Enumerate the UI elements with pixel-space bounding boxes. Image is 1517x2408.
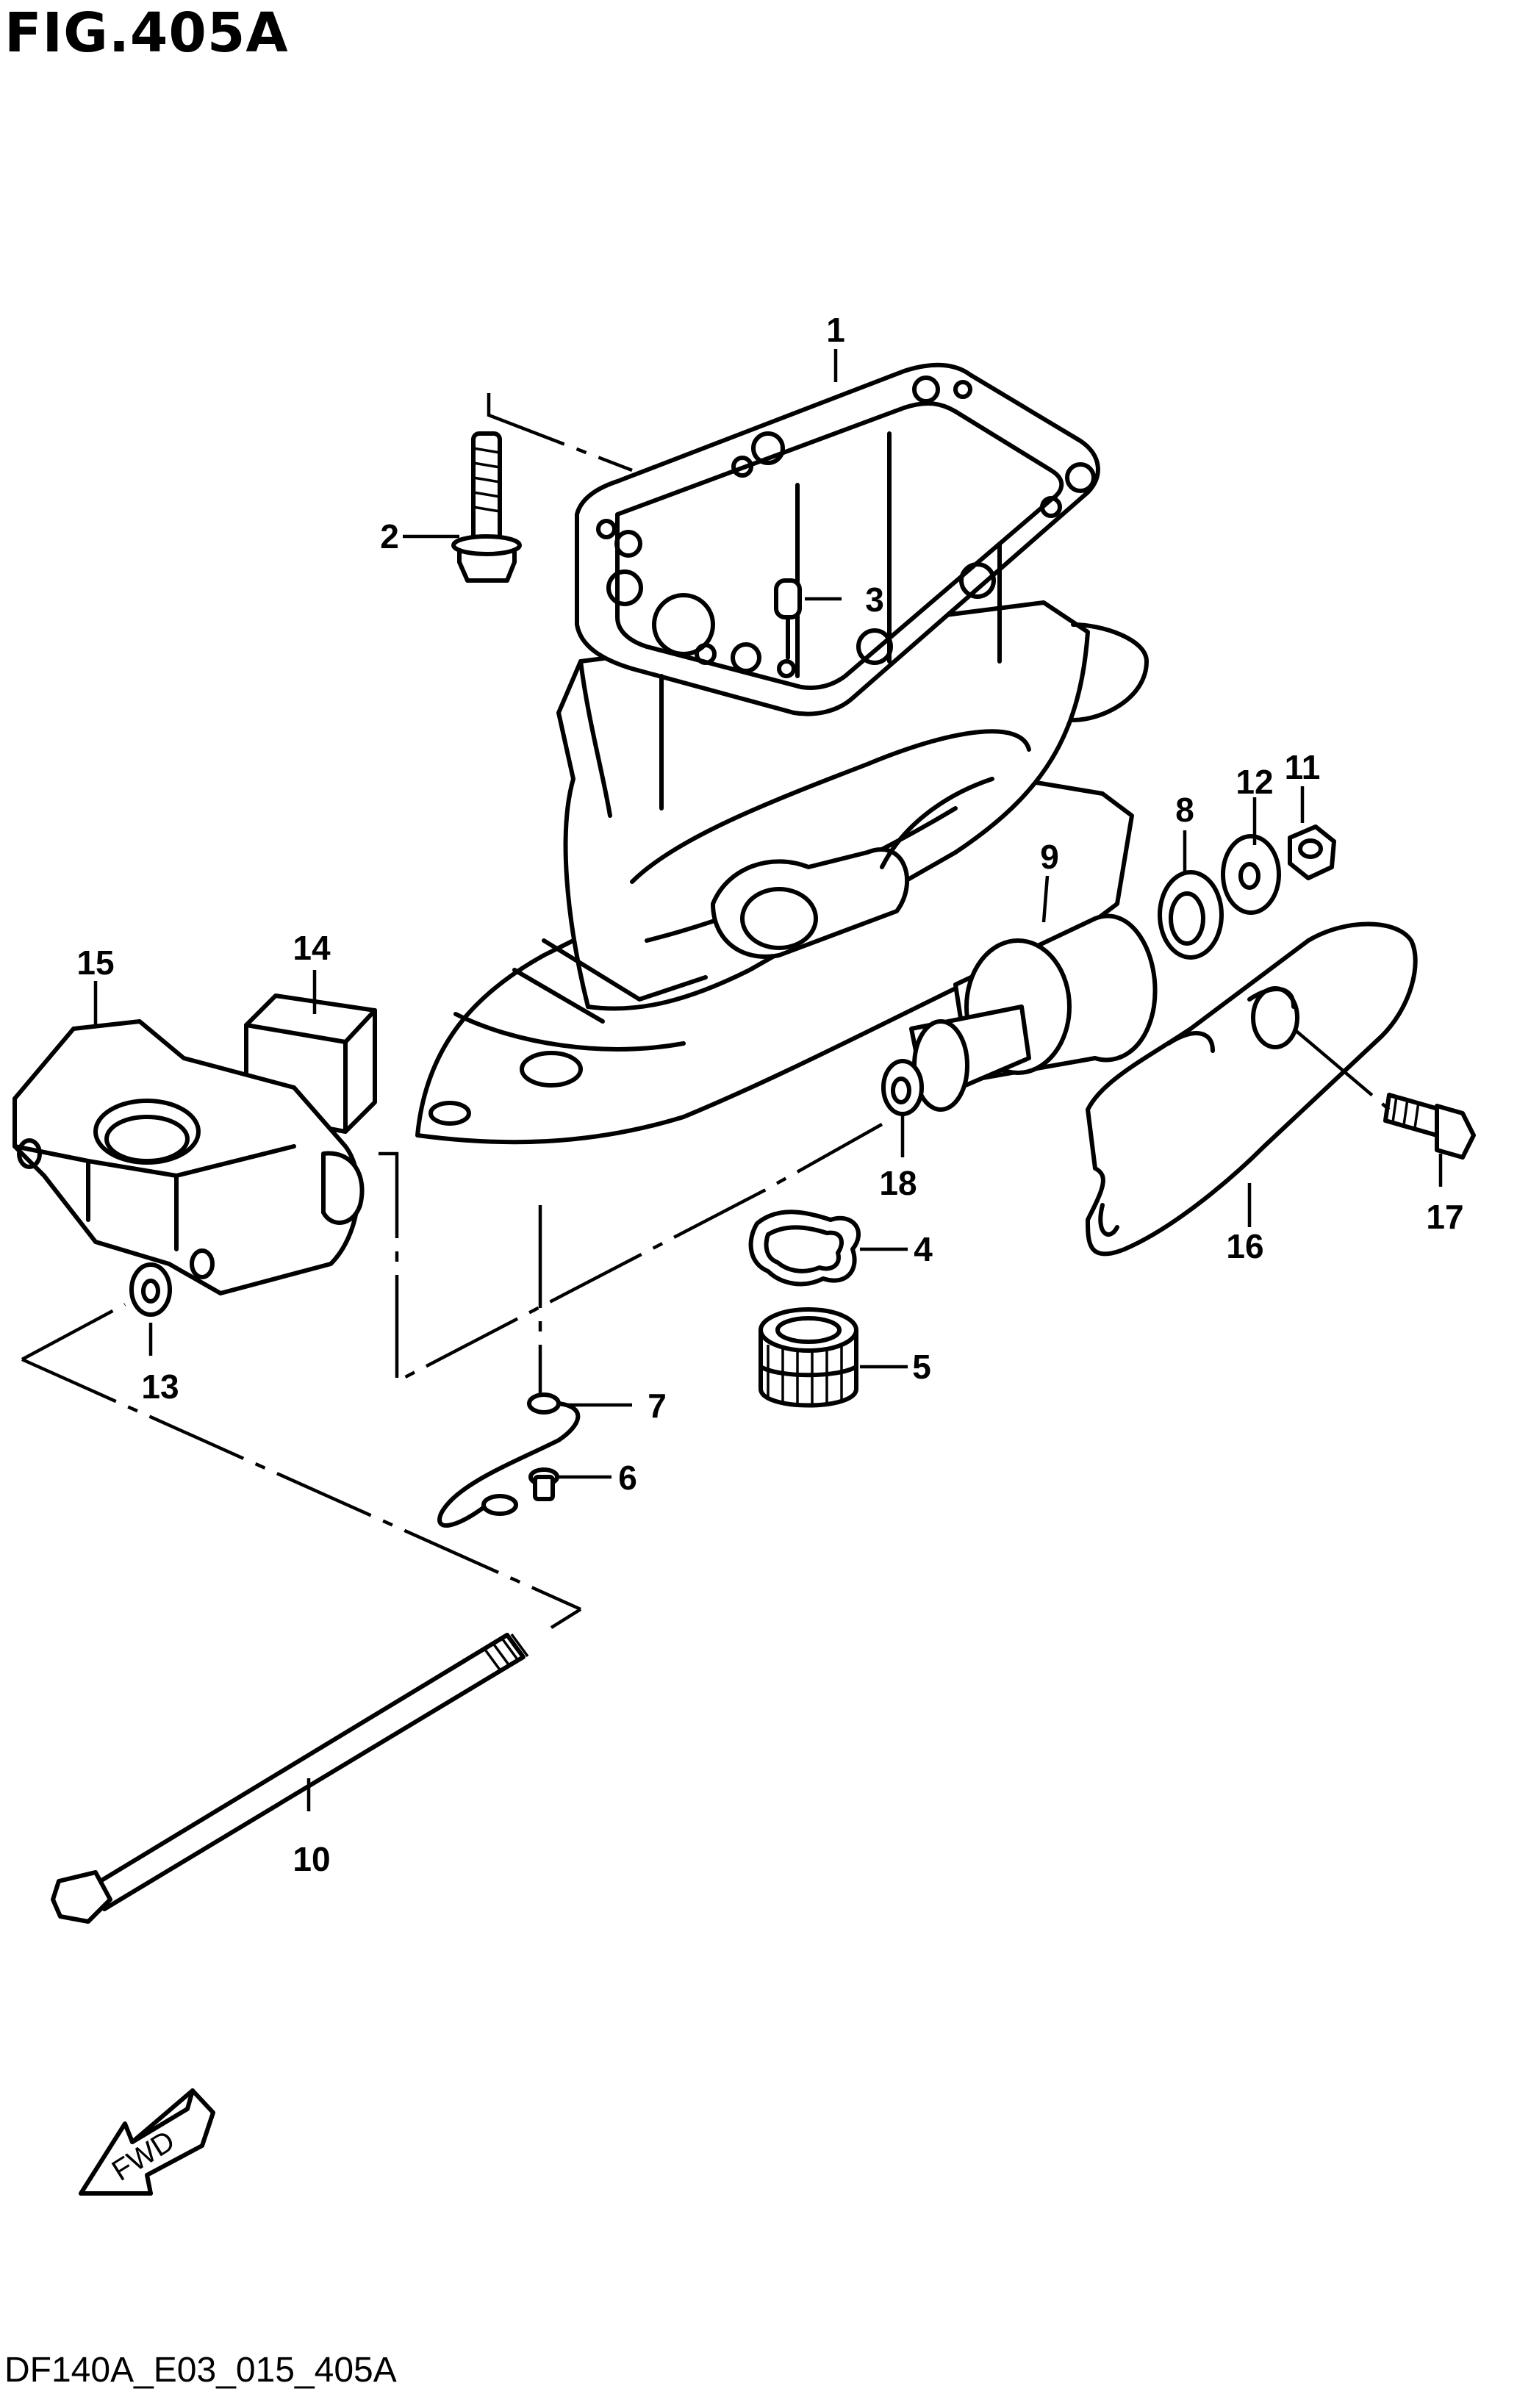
bushing-5-part [758,1307,858,1408]
screw-6-part [528,1467,559,1501]
callout-2: 2 [380,517,399,556]
callout-numbers: 1 2 3 4 5 6 7 8 9 10 11 12 13 14 15 16 1… [76,311,1463,1878]
figure-code: DF140A_E03_015_405A [4,2351,397,2390]
washer-12-part [1221,834,1281,915]
stud-bolt-10-part [51,1633,529,1924]
nut-11-part [1288,824,1336,880]
callout-10: 10 [293,1840,330,1878]
assembly-lines [21,393,1391,1629]
callout-4: 4 [914,1230,933,1268]
seal-ring-18-part [881,1059,924,1116]
callout-17: 17 [1426,1198,1463,1236]
ground-wire-7-part [437,1392,581,1528]
callout-6: 6 [618,1459,637,1497]
mount-bracket-15-part [12,1019,365,1295]
leader-lines [93,349,1443,1811]
callout-11: 11 [1285,748,1321,786]
dowel-pin-3-part [774,578,802,660]
fwd-arrow-icon: FWD [79,2088,215,2196]
drive-shaft-housing-part [415,362,1149,1145]
bolt-2-part [451,431,522,583]
callout-1: 1 [826,311,845,349]
callout-12: 12 [1236,763,1273,801]
seal-ring-8-part [1158,870,1224,960]
figure-title: FIG.405A [4,1,289,65]
callout-18: 18 [879,1164,917,1202]
mount-rubber-9-part [909,913,1158,1112]
callout-9: 9 [1040,838,1059,876]
callout-7: 7 [648,1387,667,1425]
callout-15: 15 [76,944,114,982]
mount-cover-16-part [1086,921,1418,1257]
callout-8: 8 [1175,791,1194,829]
callout-13: 13 [141,1367,179,1406]
callout-3: 3 [865,581,884,619]
callout-16: 16 [1226,1227,1263,1265]
callout-14: 14 [293,929,331,967]
bolt-17-part [1383,1093,1476,1160]
gasket-4-part [748,1210,861,1287]
callout-5: 5 [912,1348,931,1386]
washer-13-part [129,1262,172,1317]
